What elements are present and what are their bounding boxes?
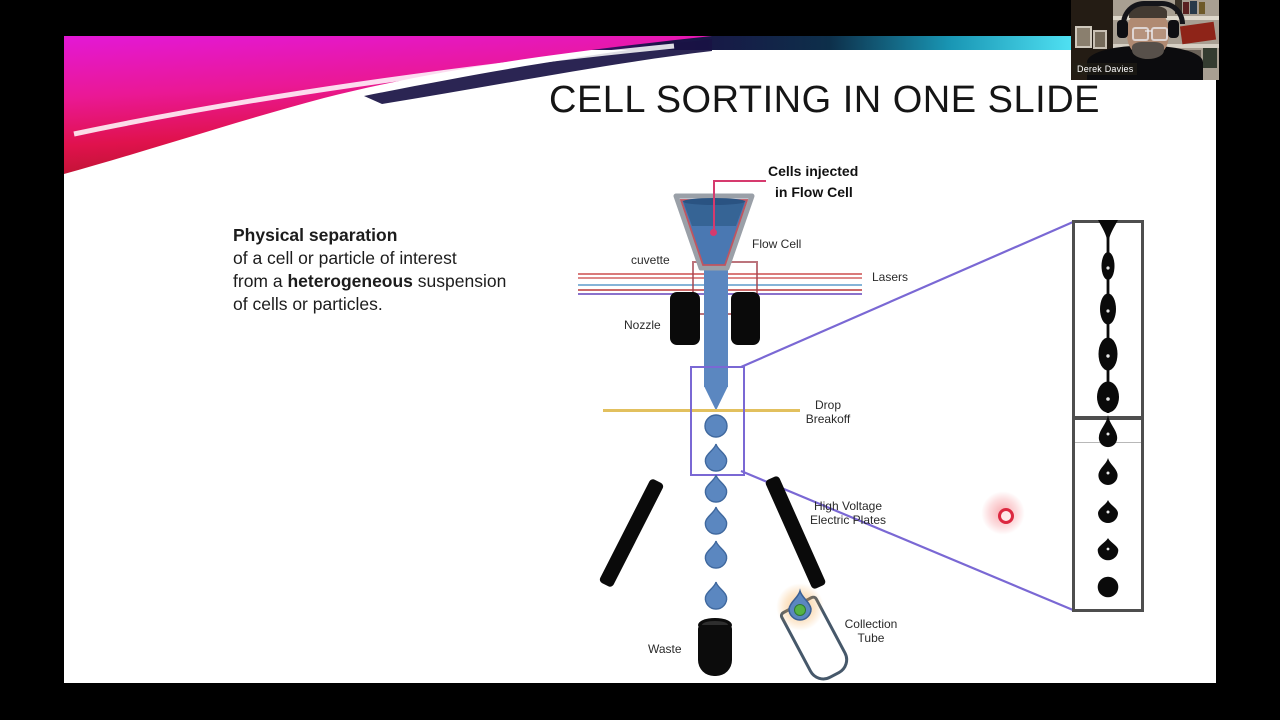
sorted-cell-green-dot: [794, 604, 806, 616]
detached-droplet: [1098, 458, 1118, 485]
callout-line-horizontal: [714, 180, 766, 182]
zoom-line-bottom: [740, 469, 1074, 612]
label-cells-injected-2: in Flow Cell: [775, 184, 853, 200]
webcam-picture-frame: [1075, 26, 1092, 48]
swoosh-dark-band: [364, 39, 712, 104]
stream-bulge: [1097, 381, 1119, 413]
droplet: [704, 540, 728, 569]
label-cells-injected-1: Cells injected: [768, 163, 859, 179]
droplet-stream: [704, 414, 728, 610]
label-nozzle: Nozzle: [624, 318, 661, 332]
swoosh-white-streak: [73, 43, 675, 137]
webcam-glasses-lens: [1132, 27, 1149, 41]
detached-droplet: [1097, 576, 1119, 598]
intro-text: Physical separation of a cell or particl…: [233, 224, 533, 316]
webcam-book: [1190, 1, 1197, 14]
header-swoosh-graphic: [64, 36, 712, 174]
intro-line2: of a cell or particle of interest: [233, 248, 457, 268]
slide-background: [64, 36, 1216, 683]
drop-breakoff-line: [603, 409, 800, 412]
zoom-line-top: [740, 220, 1074, 369]
label-waste: Waste: [648, 642, 682, 656]
intro-heading: Physical separation: [233, 225, 398, 245]
stream-bulge: [1101, 252, 1115, 280]
zoom-source-box: [690, 366, 745, 476]
intro-line4: of cells or particles.: [233, 294, 383, 314]
webcam-picture-frame: [1093, 30, 1107, 49]
droplet: [704, 414, 728, 438]
zoom-detail-stream: [1097, 220, 1119, 598]
slide-title: CELL SORTING IN ONE SLIDE: [549, 79, 1100, 121]
waste-container-body: [698, 625, 732, 676]
callout-line-vertical: [713, 180, 715, 232]
swoosh-shape: [64, 36, 712, 174]
label-drop-breakoff: Drop Breakoff: [805, 398, 851, 426]
nozzle-block-left: [670, 292, 700, 345]
stream-bulge: [1100, 293, 1116, 325]
webcam-headphone-earcup: [1168, 20, 1179, 38]
label-flow-cell: Flow Cell: [752, 237, 802, 251]
label-lasers: Lasers: [872, 270, 909, 284]
sorted-droplet: [788, 588, 812, 621]
droplet: [704, 443, 728, 472]
webcam-book: [1199, 2, 1205, 14]
droplet: [704, 474, 728, 503]
webcam-book: [1203, 48, 1217, 68]
laser-pointer-dot: [998, 508, 1014, 524]
detached-droplet: [1098, 415, 1118, 448]
nozzle-block-right: [731, 292, 760, 345]
stream-bulge: [1098, 337, 1118, 371]
label-hv-plates: High Voltage Electric Plates: [809, 499, 887, 527]
webcam-person-beard: [1132, 42, 1164, 59]
webcam-headphone-earcup: [1117, 20, 1128, 38]
webcam-video[interactable]: Derek Davies: [1071, 0, 1219, 80]
droplet: [704, 581, 728, 610]
webcam-glasses-lens: [1151, 27, 1168, 41]
webcam-glasses-bridge: [1145, 30, 1152, 32]
webcam-book: [1183, 2, 1189, 14]
intro-line3: from a heterogeneous suspension: [233, 271, 507, 291]
droplet: [704, 506, 728, 535]
callout-dot: [710, 229, 717, 236]
webcam-name-tag: Derek Davies: [1073, 63, 1138, 75]
label-cuvette: cuvette: [631, 253, 670, 267]
label-collection-tube: Collection Tube: [844, 617, 898, 645]
